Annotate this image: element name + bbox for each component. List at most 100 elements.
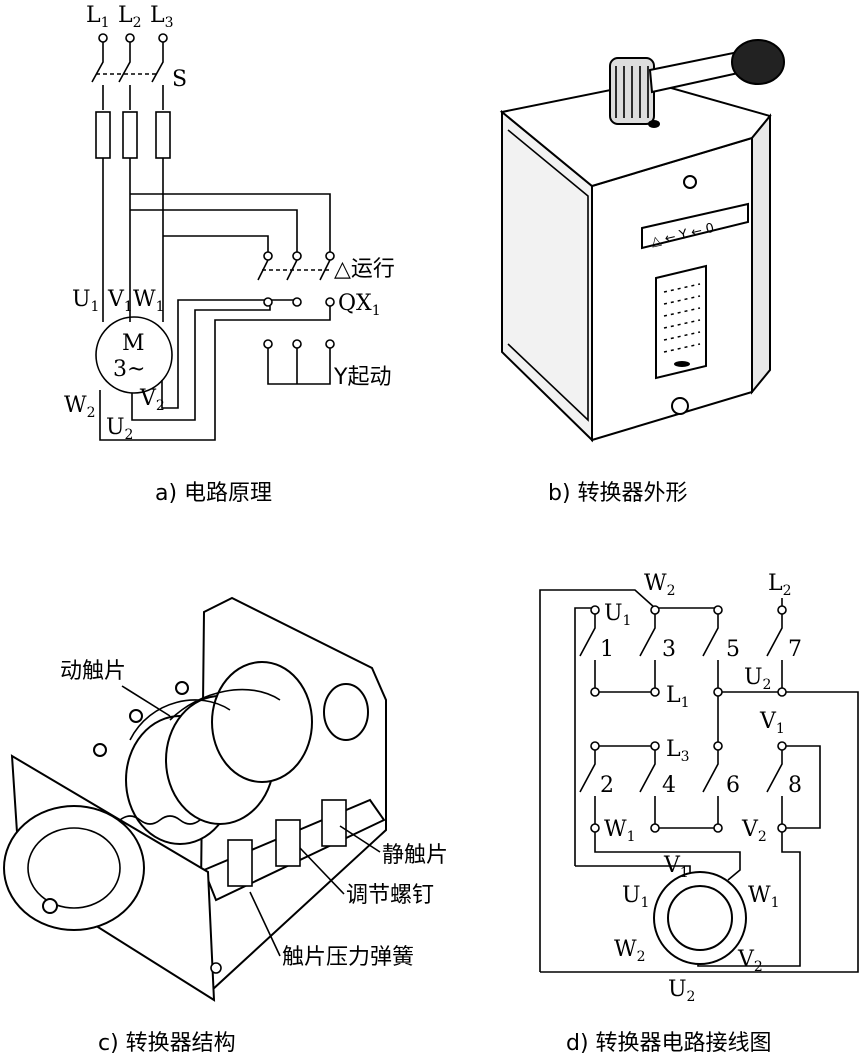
d-terminal-2-top (590, 741, 600, 751)
d-contact-3 (639, 614, 656, 688)
u2-return-line (131, 306, 271, 421)
d-terminal-7-bot (777, 687, 787, 697)
d-label-w2-top: W2 (644, 571, 676, 599)
panel-d-wiring: W2 L2 U1 1 3 5 7 L1 U2 V1 L3 (539, 571, 859, 1056)
run-feed-lines (130, 193, 331, 252)
motor-m-label: M (122, 331, 145, 356)
d-num-4: 4 (662, 773, 676, 798)
d-terminal-5-bot (713, 687, 723, 697)
caption-a: a) 电路原理 (155, 481, 272, 506)
caption-b: b) 转换器外形 (548, 481, 688, 506)
d-terminal-7-top (777, 605, 787, 615)
terminal-l1 (98, 33, 108, 43)
label-w1: W1 (133, 287, 165, 315)
panel-c-structure: 动触片 静触片 调节螺钉 触片压力弹簧 c) 转换器结构 (3, 596, 448, 1056)
label-u2: U2 (106, 415, 133, 443)
d-row1-bus (540, 691, 859, 973)
qx-bot-terminal-2 (292, 339, 302, 349)
dial-screw-icon (42, 898, 58, 914)
d-label-l1: L1 (666, 683, 690, 711)
label-v2: V2 (139, 386, 165, 414)
w2-return-line (99, 306, 331, 441)
d-num-5: 5 (726, 637, 740, 662)
leader-spring (249, 891, 281, 957)
knob-grip (615, 66, 649, 118)
static-contact-block-3 (321, 799, 347, 847)
d-motor-inner (667, 885, 733, 951)
d-terminal-3-bot (650, 687, 660, 697)
panel-screw-icon (210, 962, 222, 974)
panel-a-circuit: L1 L2 L3 S U1 V1 W1 M 3~ W2 U2 V2 △运行 (64, 3, 395, 506)
d-w1-to-motor (594, 832, 741, 881)
leader-adjust-screw (299, 847, 345, 895)
d-terminal-1-bot (590, 687, 600, 697)
leader-static-contact (339, 825, 381, 853)
label-l3: L3 (150, 3, 174, 31)
moving-contact-arcs (129, 688, 281, 741)
d-terminal-8-top (777, 741, 787, 751)
d-label-v2-b: V2 (741, 817, 767, 845)
label-l1: L1 (86, 3, 110, 31)
pressure-spring-coil (119, 815, 201, 825)
handle-shaft-nut (648, 120, 660, 128)
d-contact-1 (579, 614, 596, 688)
nameplate-logo (674, 361, 690, 367)
d-num-8: 8 (788, 773, 802, 798)
d-motor-v2: V2 (737, 947, 763, 975)
top-screw-icon (683, 175, 697, 189)
motor (95, 316, 173, 394)
position-plate (641, 202, 749, 250)
caption-d: d) 转换器电路接线图 (566, 1031, 772, 1056)
terminal-l2 (125, 33, 135, 43)
static-contact-block-1 (227, 839, 253, 887)
star-short-bar (267, 348, 331, 385)
terminal-screw-3 (175, 681, 189, 695)
d-num-6: 6 (726, 773, 740, 798)
terminal-l3 (158, 33, 168, 43)
caption-c: c) 转换器结构 (98, 1031, 236, 1056)
label-u1: U1 (72, 287, 99, 315)
label-start: Y起动 (333, 365, 391, 390)
d-num-2: 2 (600, 773, 614, 798)
d-terminal-6-top (713, 741, 723, 751)
label-l2: L2 (118, 3, 142, 31)
d-outer-frame-lines (539, 589, 656, 972)
static-contact-block-2 (275, 819, 301, 867)
d-contact-4 (639, 750, 656, 824)
label-run: △运行 (334, 257, 395, 282)
switch-s-pole-1 (91, 42, 104, 110)
qx-mid-terminal-2 (292, 297, 302, 307)
d-contact-2 (579, 750, 596, 824)
d-label-u1-top: U1 (604, 601, 631, 629)
d-num-1: 1 (600, 637, 614, 662)
d-num-7: 7 (788, 637, 802, 662)
label-static-contact: 静触片 (382, 843, 448, 868)
qx-top-terminal-1 (263, 251, 273, 261)
bottom-screw-icon (671, 397, 689, 415)
label-qx1: QX1 (338, 291, 381, 319)
d-motor-u2: U2 (668, 977, 695, 1005)
fuse-3 (155, 111, 171, 159)
d-label-l2-top: L2 (768, 571, 792, 599)
d-terminal-4-bot (650, 823, 660, 833)
label-s: S (172, 67, 187, 92)
d-terminal-3-top (650, 605, 660, 615)
d-label-v1: V1 (759, 709, 785, 737)
qx-mid-terminal-1 (263, 297, 273, 307)
d-v2-to-motor (697, 832, 801, 967)
front-dial-inner (27, 827, 121, 909)
leader-moving-contact (121, 685, 171, 717)
d-contact-5 (702, 614, 719, 688)
qx-bot-terminal-1 (263, 339, 273, 349)
fuse-1 (95, 111, 111, 159)
qx-top-terminal-2 (292, 251, 302, 261)
d-terminal-8-bot (777, 823, 787, 833)
motor-phase-label: 3~ (113, 357, 145, 382)
d-label-l3: L3 (666, 737, 690, 765)
d-motor-u1: U1 (622, 883, 649, 911)
d-motor-v1: V1 (663, 853, 689, 881)
label-moving-contact: 动触片 (60, 659, 126, 684)
d-terminal-6-bot (713, 823, 723, 833)
d-terminal-2-bot (590, 823, 600, 833)
